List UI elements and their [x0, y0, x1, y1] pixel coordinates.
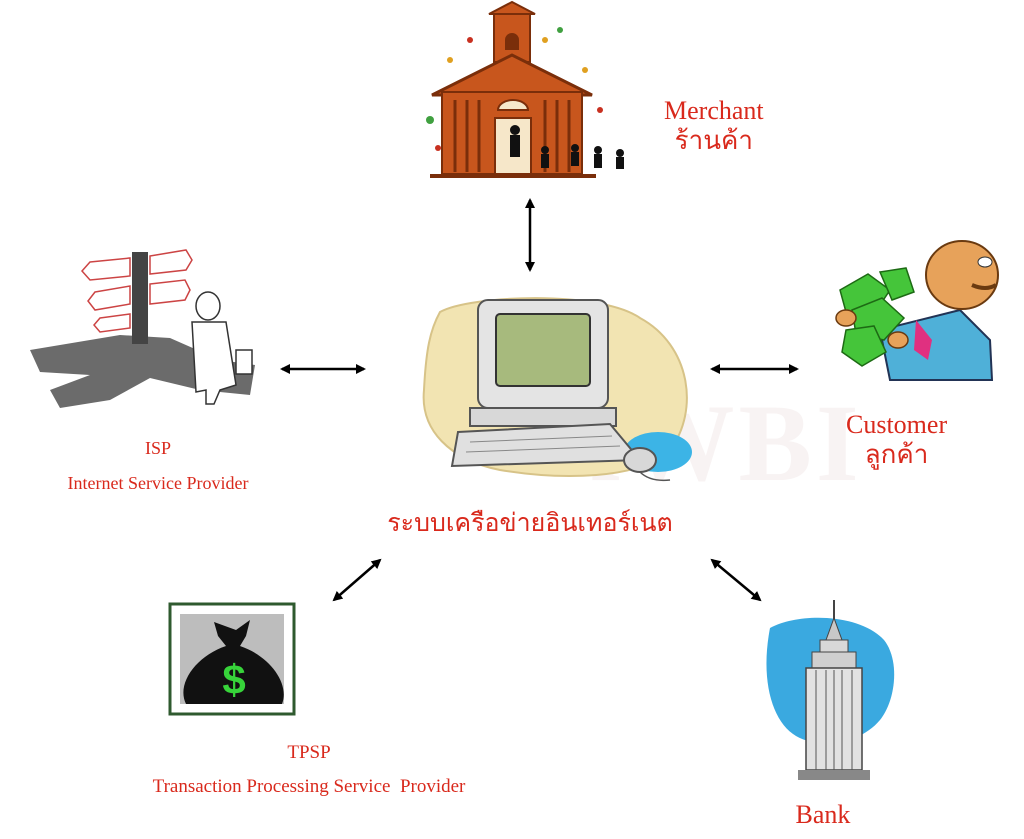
merchant-label-en: Merchant	[664, 96, 764, 125]
bank-label: Bank	[778, 800, 868, 830]
center-label-text: ระบบเครือข่ายอินเทอร์เนต	[387, 510, 673, 537]
tpsp-label: TPSP Transaction Processing Service Prov…	[62, 742, 556, 798]
isp-label-short: ISP	[144, 438, 171, 458]
merchant-label: Merchant ร้านค้า	[664, 96, 764, 156]
center-label: ระบบเครือข่ายอินเทอร์เนต	[360, 510, 700, 539]
svg-text:$: $	[222, 656, 245, 703]
customer-label: Customer ลูกค้า	[846, 410, 947, 470]
tpsp-label-long: Transaction Processing Service Provider	[152, 775, 466, 797]
skyscraper-icon	[766, 600, 895, 780]
signpost-person-icon	[30, 249, 255, 408]
money-bag-icon: $	[168, 602, 296, 716]
arrow-tpsp-center	[332, 558, 382, 602]
merchant-label-th: ร้านค้า	[674, 125, 753, 155]
customer-label-en: Customer	[846, 410, 948, 439]
isp-label-long: Internet Service Provider	[67, 472, 249, 493]
tpsp-label-short: TPSP	[287, 742, 331, 763]
customer-label-th: ลูกค้า	[864, 439, 929, 469]
arrow-bank-center	[710, 558, 762, 602]
school-house-icon	[426, 0, 624, 178]
bank-label-text: Bank	[795, 800, 851, 829]
man-with-money-icon	[835, 240, 999, 381]
computer-icon	[422, 297, 692, 482]
isp-label: ISP Internet Service Provider	[10, 438, 306, 493]
